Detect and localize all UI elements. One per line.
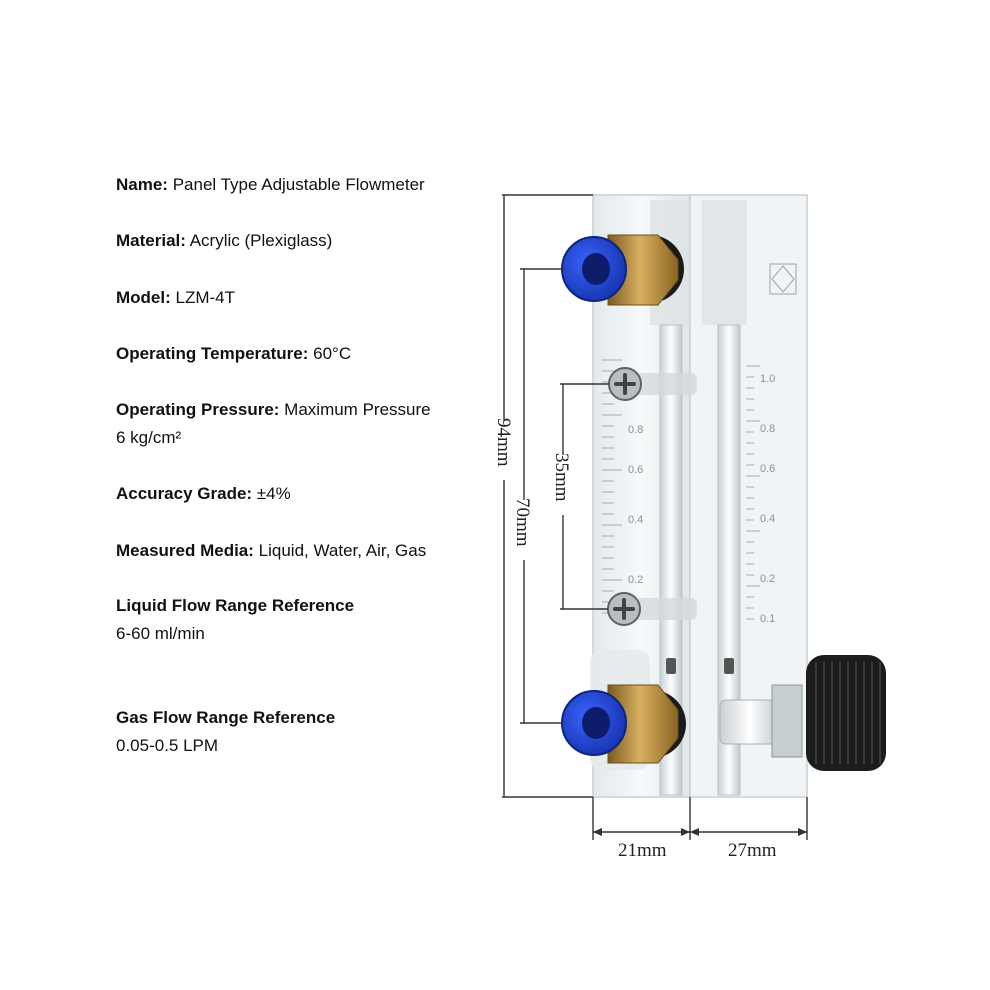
scale-label: 0.2 <box>760 573 775 585</box>
dim-line-widths <box>592 797 808 840</box>
dim-label-70: 70mm <box>512 498 533 547</box>
scale-label: 0.6 <box>628 464 643 476</box>
spec-media: Measured Media: Liquid, Water, Air, Gas <box>116 541 427 560</box>
scale-labels-right: 1.0 0.8 0.6 0.4 0.2 0.1 <box>760 373 775 625</box>
knob <box>806 655 886 771</box>
flowmeter-drawing: 0.8 0.6 0.4 0.2 1.0 0.8 0.6 0.4 0.2 0.1 <box>493 194 886 861</box>
scale-label: 0.1 <box>760 613 775 625</box>
brass-hex-top <box>607 234 679 306</box>
dim-label-94: 94mm <box>493 418 514 467</box>
spec-temperature: Operating Temperature: 60°C <box>116 344 352 363</box>
scale-label: 1.0 <box>760 373 775 385</box>
dim-label-35: 35mm <box>551 453 572 502</box>
brass-hex-bottom <box>607 684 679 764</box>
scale-label: 0.6 <box>760 463 775 475</box>
scale-label: 0.8 <box>628 424 643 436</box>
phillips-screw-icon <box>608 367 697 401</box>
scale-labels-left: 0.8 0.6 0.4 0.2 <box>628 424 643 586</box>
spec-accuracy: Accuracy Grade: ±4% <box>116 484 291 503</box>
flow-tube-left <box>659 324 683 796</box>
scale-label: 0.4 <box>760 513 775 525</box>
spec-material: Material: Acrylic (Plexiglass) <box>116 231 333 250</box>
adjustment-knob-icon <box>719 655 886 771</box>
spec-model: Model: LZM-4T <box>116 288 236 307</box>
logo-diamond <box>771 265 795 293</box>
top-thread-right <box>702 200 747 325</box>
dim-line-70 <box>520 268 562 724</box>
collet-hole-bottom <box>582 707 610 739</box>
scale-label: 0.4 <box>628 514 643 526</box>
phillips-screw-icon <box>607 592 697 626</box>
float-left <box>666 658 676 674</box>
push-fit-connector-icon <box>561 234 684 306</box>
spec-list: Name: Panel Type Adjustable Flowmeter Ma… <box>116 175 431 755</box>
scale-ticks <box>602 359 760 620</box>
valve-body <box>771 684 803 758</box>
flow-tube-right <box>717 324 741 796</box>
dimension-lines <box>502 194 808 840</box>
spec-name: Name: Panel Type Adjustable Flowmeter <box>116 175 425 194</box>
valve-stem <box>719 699 781 745</box>
dim-label-21: 21mm <box>618 840 667 861</box>
scale-label: 0.2 <box>628 574 643 586</box>
float-right <box>724 658 734 674</box>
collet-hole-top <box>582 253 610 285</box>
scale-label: 0.8 <box>760 423 775 435</box>
dim-label-27: 27mm <box>728 840 777 861</box>
knob-ridges <box>815 662 881 764</box>
flowmeter-figure: 0.8 0.6 0.4 0.2 1.0 0.8 0.6 0.4 0.2 0.1 <box>490 180 910 880</box>
logo-box <box>769 263 797 295</box>
dim-line-94 <box>502 194 593 798</box>
